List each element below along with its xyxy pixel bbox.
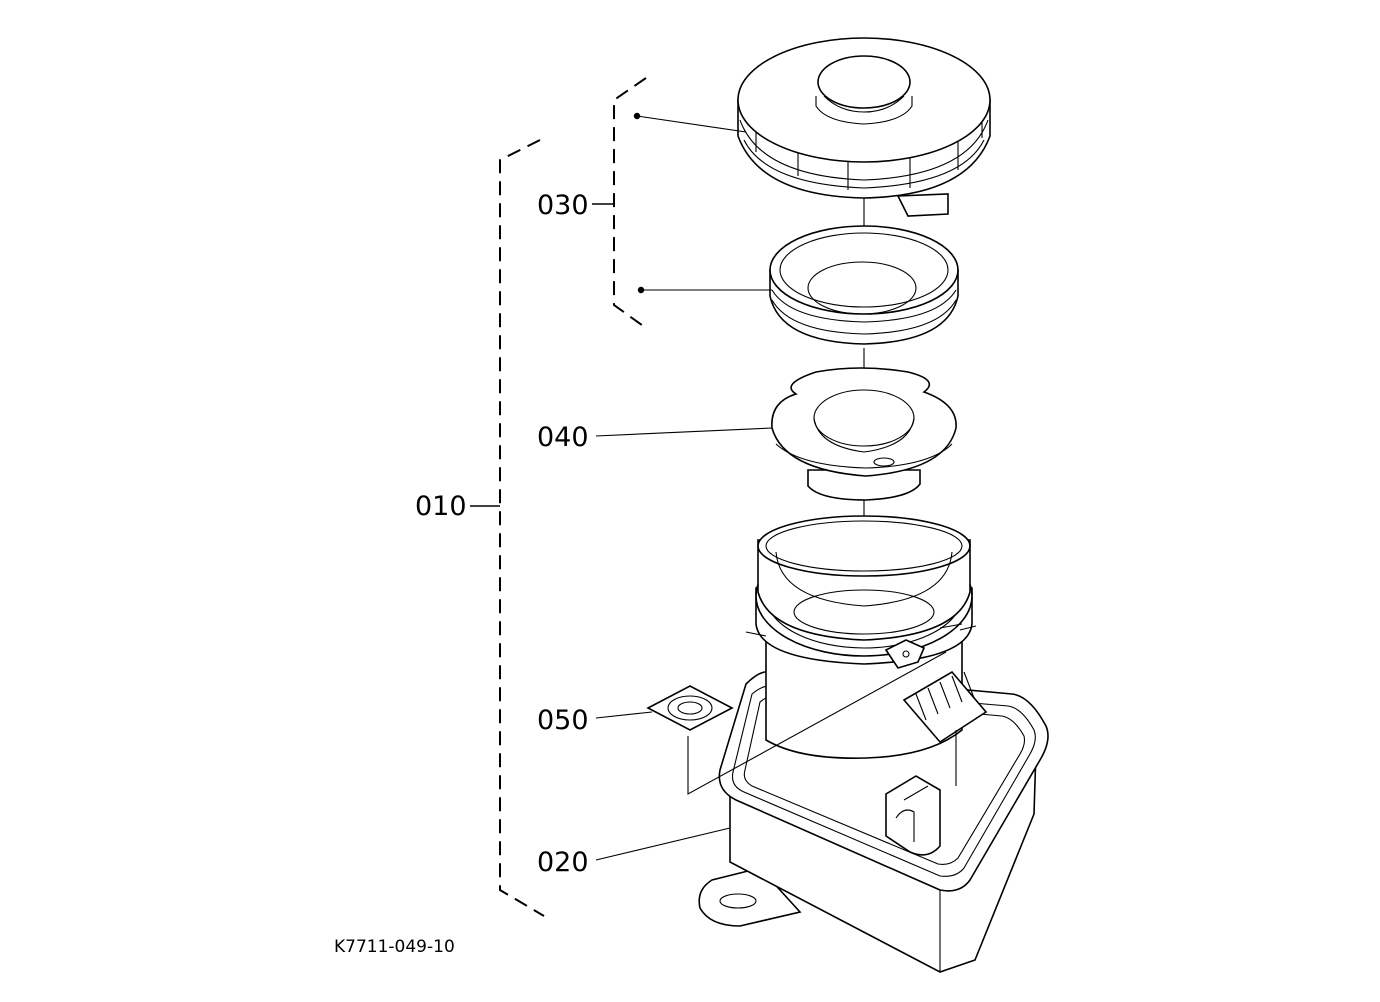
decal [646,685,734,731]
drawing-code: K7711-049-10 [334,937,455,957]
leader-lines [595,112,947,861]
callout-040: 040 [537,422,589,453]
callout-030: 030 [537,190,589,221]
tank-body [698,515,1049,973]
tank-cap [737,37,991,217]
callout-020: 020 [537,847,589,878]
callout-010: 010 [415,491,467,522]
bracket-030 [592,77,647,329]
callout-050: 050 [537,705,589,736]
bracket-010 [470,139,545,917]
strainer [771,367,957,501]
seal-ring [769,225,959,345]
